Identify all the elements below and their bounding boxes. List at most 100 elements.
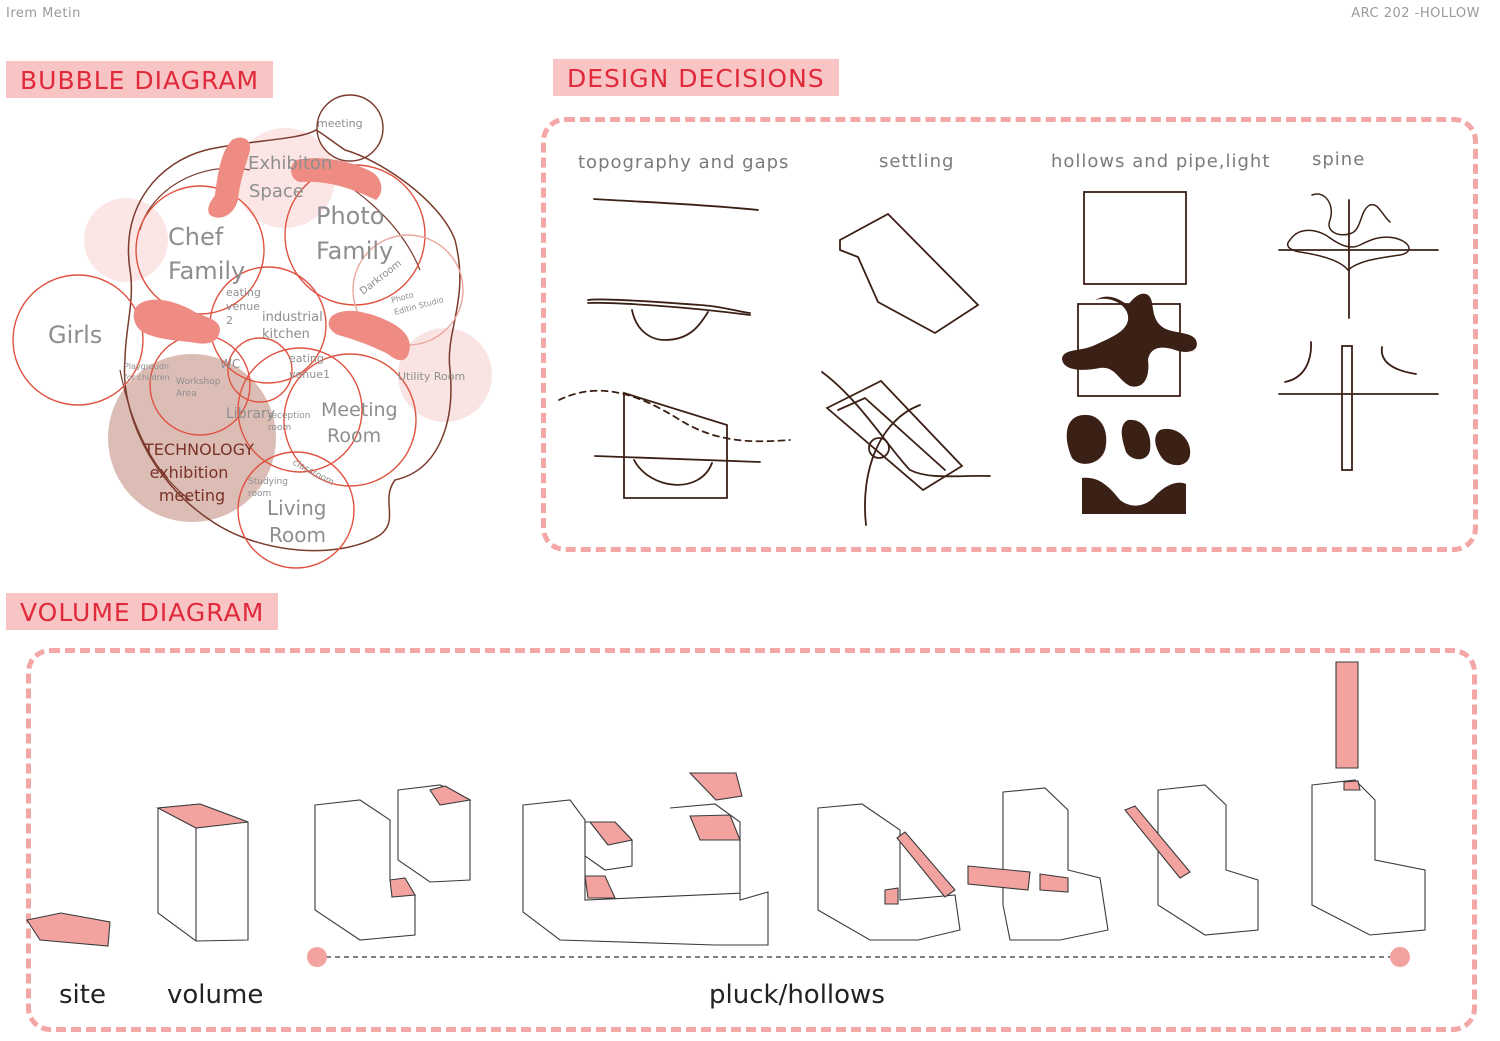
pluck-1-tower <box>397 784 471 883</box>
soft-bubbles <box>84 128 492 422</box>
bubble-diagram-title: BUBBLE DIAGRAM <box>6 61 274 98</box>
label-technology-3: meeting <box>159 486 225 505</box>
label-eating2-3: 2 <box>226 314 233 327</box>
label-studying-1: Studying <box>248 477 288 487</box>
spine-squiggle <box>1311 193 1391 236</box>
volume-diagram-title: VOLUME DIAGRAM <box>6 593 279 630</box>
hollows-blob-1 <box>1062 293 1197 387</box>
pluck-5-pink <box>1039 873 1069 893</box>
topography-box-gap <box>633 459 713 486</box>
settling-arc <box>821 371 991 478</box>
course-code: ARC 202 -HOLLOW <box>1351 6 1480 21</box>
spine-curve-left <box>1284 341 1312 383</box>
meeting-room-circle <box>283 353 417 487</box>
label-technology-1: TECHNOLOGY <box>143 440 254 459</box>
label-workshop-1: Workshop <box>176 377 221 387</box>
label-chef-2: Family <box>168 257 245 285</box>
pluck-7-slot <box>1343 780 1361 791</box>
label-pluck-hollows: pluck/hollows <box>709 980 885 1010</box>
label-eating1-2: venue1 <box>289 368 330 381</box>
pluck-2-float-top <box>588 821 634 846</box>
label-exhibition-2: Space <box>249 181 304 202</box>
hollows-blob-3 <box>1121 419 1151 460</box>
label-playground-2: for children <box>124 373 170 382</box>
settling-circle <box>868 437 890 459</box>
hollows-square-1 <box>1083 191 1187 285</box>
pluck-3-pink <box>689 814 741 841</box>
girls-circle <box>12 274 144 406</box>
spine-curve-right <box>1380 346 1417 375</box>
label-wc: WC <box>220 357 240 371</box>
settling-curve <box>864 404 921 526</box>
label-studying-2: room <box>248 489 271 499</box>
label-library: Library <box>226 406 275 422</box>
red-circles <box>12 94 464 569</box>
spine-curve <box>1287 229 1410 272</box>
label-eating2-1: eating <box>226 286 261 299</box>
label-eating1-1: eating <box>289 352 324 365</box>
label-photo-1: Photo <box>316 202 384 230</box>
topography-line-2 <box>587 298 751 314</box>
pluck-4-beam <box>896 831 956 898</box>
pluck-5-body <box>1002 787 1109 941</box>
volume-top <box>156 803 249 829</box>
settling-inner <box>837 396 946 471</box>
label-playground-1: Playgroudn <box>124 362 169 371</box>
pluck-2-pink <box>584 875 616 899</box>
pluck-1-tower-top <box>429 785 472 806</box>
connector-top-left <box>208 137 251 218</box>
label-utility: Utility Room <box>398 370 465 383</box>
label-technology-2: exhibition <box>150 463 229 482</box>
timeline-end-dot <box>1390 947 1410 967</box>
connector-left <box>133 299 220 344</box>
label-workshop-2: Area <box>176 389 197 399</box>
library-circle <box>237 347 363 473</box>
hollows-blob-2 <box>1066 414 1107 464</box>
pluck-3-float <box>688 772 743 801</box>
meeting-circle <box>316 94 384 162</box>
pluck-6-body <box>1157 784 1259 936</box>
label-photo-2: Family <box>316 237 393 265</box>
settling-shape <box>839 212 980 335</box>
pluck-5-beam <box>967 865 1031 891</box>
soft-bubble-chef <box>84 198 168 282</box>
hollows-blob-5 <box>1082 477 1186 514</box>
label-chef-1: Chef <box>168 223 224 251</box>
topography-line-3 <box>587 301 751 316</box>
pluck-1-pink <box>389 877 416 898</box>
soft-bubble-utility <box>398 328 492 422</box>
column-heading-hollows: hollows and pipe,light <box>1051 151 1271 172</box>
topography-dash <box>558 389 791 443</box>
pluck-2-base <box>522 799 769 946</box>
label-girls: Girls <box>48 321 102 349</box>
technology-bubble <box>108 354 276 522</box>
topography-level <box>594 455 761 463</box>
label-reception-2: room <box>268 423 291 433</box>
topography-gap <box>631 309 709 341</box>
chef-family-circle <box>135 185 265 315</box>
column-heading-spine: spine <box>1312 149 1366 170</box>
living-room-circle <box>237 451 355 569</box>
connectors <box>133 137 410 361</box>
site-plate <box>26 912 111 947</box>
label-exhibition-1: Exhibiton <box>248 153 332 174</box>
label-industrial-1: industrial <box>262 310 323 325</box>
topography-line-1 <box>593 198 759 211</box>
bubble-outer-boundary <box>123 129 461 552</box>
label-industrial-2: kitchen <box>262 327 310 342</box>
label-meeting: meeting <box>317 117 363 130</box>
soft-bubble-exhibition <box>235 128 335 228</box>
spine-bar <box>1341 345 1353 471</box>
technology-labels: TECHNOLOGY exhibition meeting <box>143 440 254 505</box>
timeline-start-dot <box>307 947 327 967</box>
pluck-4-body <box>817 803 961 941</box>
pluck-4-pink <box>884 887 899 905</box>
label-living-2: Room <box>269 523 326 547</box>
column-heading-settling: settling <box>879 151 955 172</box>
wc-circle <box>227 337 293 403</box>
pluck-6-beam <box>1124 805 1191 879</box>
label-volume: volume <box>167 980 264 1010</box>
